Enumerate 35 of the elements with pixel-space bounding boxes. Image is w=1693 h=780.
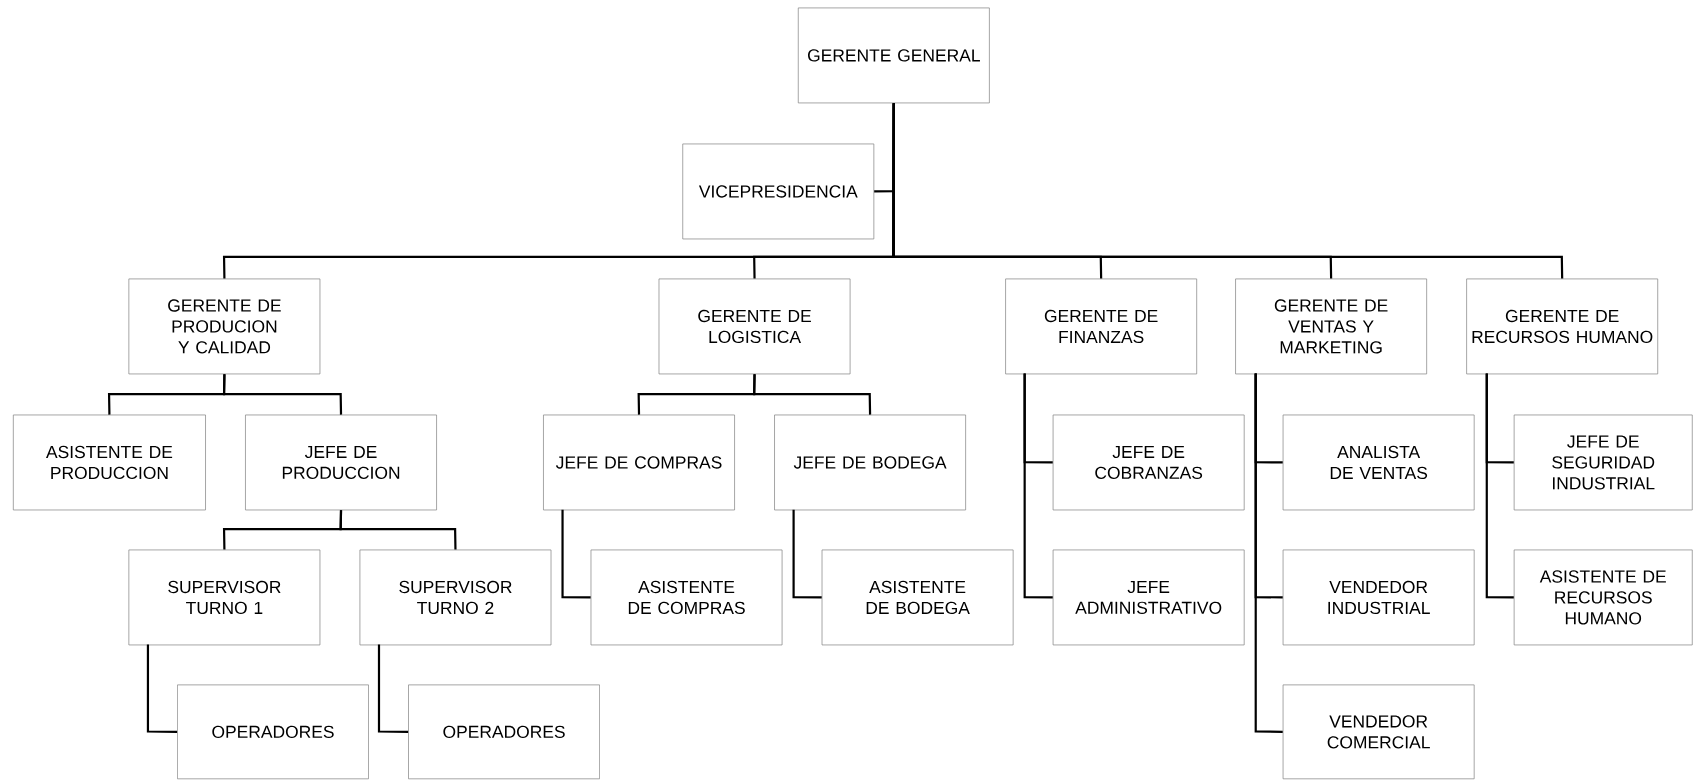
connector-line xyxy=(1023,373,1053,599)
connector-line xyxy=(339,510,457,550)
position-box: ASISTENTE DE RECURSOS HUMANO xyxy=(1513,549,1693,646)
connector-line xyxy=(561,509,591,599)
position-box: ANALISTA DE VENTAS xyxy=(1282,414,1475,511)
position-box: GERENTE DE PRODUCION Y CALIDAD xyxy=(128,278,321,375)
position-box: JEFE DE BODEGA xyxy=(774,414,966,511)
position-box: OPERADORES xyxy=(408,684,600,780)
connector-line xyxy=(1485,373,1514,599)
position-box: OPERADORES xyxy=(177,684,369,780)
position-box: GERENTE DE VENTAS Y MARKETING xyxy=(1235,278,1427,375)
connector-line xyxy=(792,509,822,599)
connector-line xyxy=(1254,373,1283,733)
position-box: JEFE DE SEGURIDAD INDUSTRIAL xyxy=(1513,414,1693,511)
connector-line xyxy=(377,644,409,733)
position-box: JEFE ADMINISTRATIVO xyxy=(1052,549,1245,646)
connector-line xyxy=(892,103,1564,279)
position-box: ASISTENTE DE BODEGA xyxy=(821,549,1014,646)
position-box: VICEPRESIDENCIA xyxy=(682,143,875,240)
connector-line xyxy=(753,374,872,415)
position-box: ASISTENTE DE COMPRAS xyxy=(590,549,783,646)
position-box: GERENTE DE RECURSOS HUMANO xyxy=(1466,278,1659,375)
position-box: GERENTE GENERAL xyxy=(797,7,990,104)
position-box: VENDEDOR INDUSTRIAL xyxy=(1282,549,1475,646)
position-box: JEFE DE PRODUCCION xyxy=(245,414,437,511)
connector-line xyxy=(146,644,178,733)
position-box: GERENTE DE LOGISTICA xyxy=(658,278,851,375)
connector-line xyxy=(222,374,343,415)
position-box: SUPERVISOR TURNO 1 xyxy=(128,549,321,646)
position-box: SUPERVISOR TURNO 2 xyxy=(359,549,552,646)
position-box: JEFE DE COBRANZAS xyxy=(1052,414,1245,511)
position-box: ASISTENTE DE PRODUCCION xyxy=(12,414,206,511)
position-box: VENDEDOR COMERCIAL xyxy=(1282,684,1475,780)
position-box: JEFE DE COMPRAS xyxy=(543,414,735,511)
position-box: GERENTE DE FINANZAS xyxy=(1005,278,1198,375)
